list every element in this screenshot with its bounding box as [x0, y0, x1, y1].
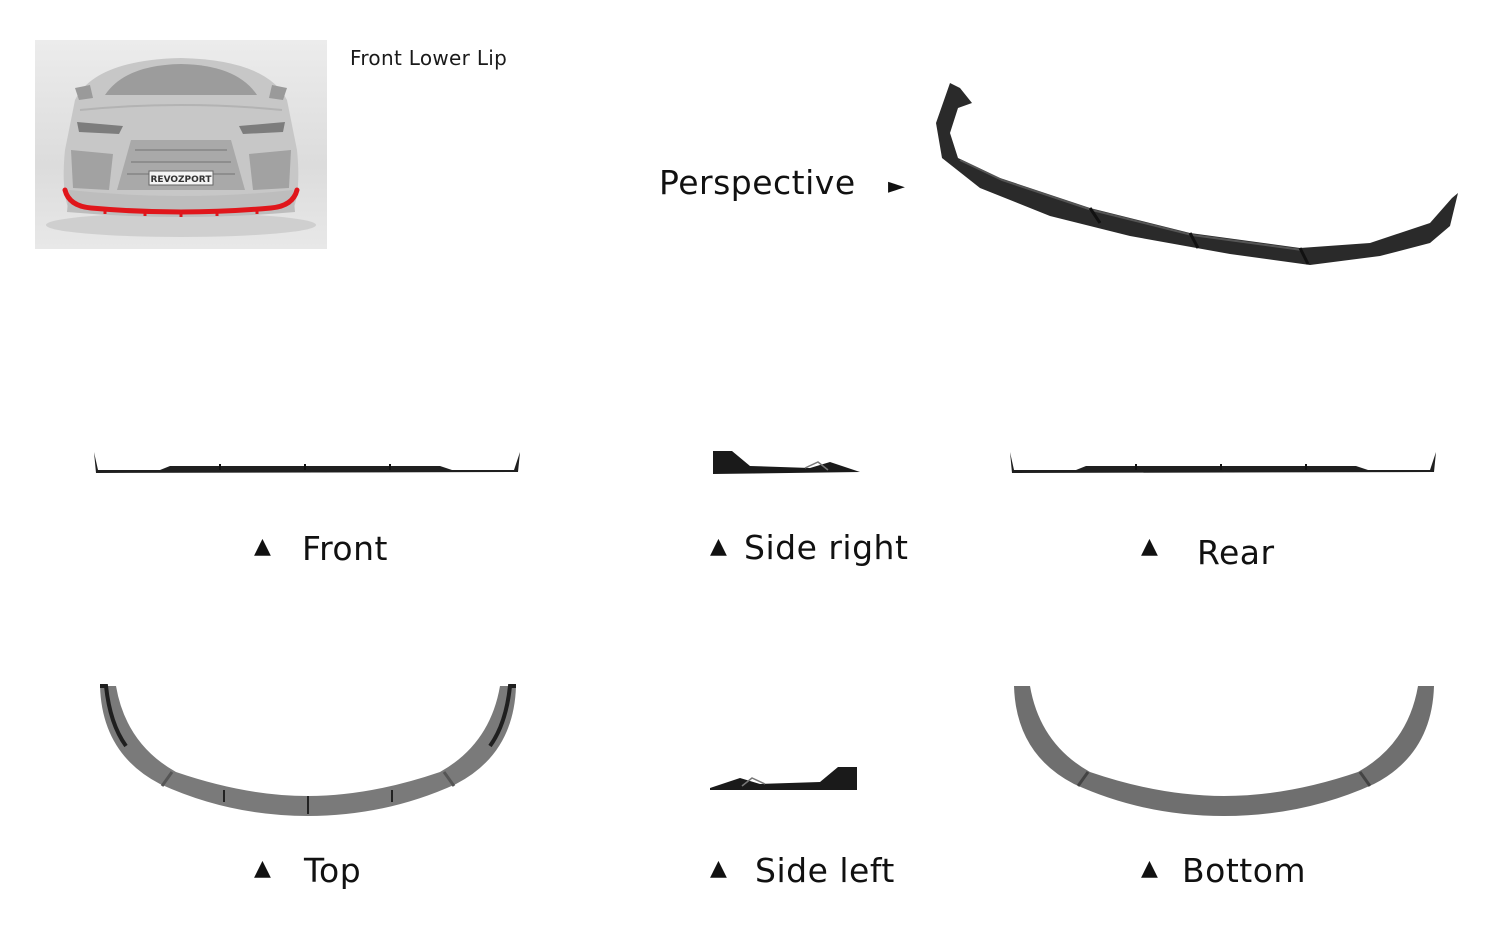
- front-label: Front: [302, 529, 388, 568]
- side-right-label: Side right: [744, 528, 909, 567]
- perspective-view-image: [936, 83, 1458, 265]
- side-left-view-image: [710, 767, 857, 790]
- perspective-label: Perspective: [659, 163, 856, 202]
- bottom-marker-icon: ▲: [1141, 856, 1158, 881]
- front-view-image: [94, 452, 520, 473]
- top-marker-icon: ▲: [254, 856, 271, 881]
- side-right-marker-icon: ▲: [710, 534, 727, 559]
- rear-label: Rear: [1197, 533, 1275, 572]
- side-left-label: Side left: [755, 851, 895, 890]
- bottom-label: Bottom: [1182, 851, 1307, 890]
- front-marker-icon: ▲: [254, 534, 271, 559]
- car-thumbnail: REVOZPORT: [35, 40, 327, 249]
- right-arrow-icon: ►: [888, 174, 905, 199]
- bottom-view-image: [1014, 686, 1434, 816]
- top-label: Top: [304, 851, 362, 890]
- rear-view-image: [1010, 452, 1436, 473]
- car-front-image: REVOZPORT: [46, 58, 316, 237]
- plate-text: REVOZPORT: [151, 175, 213, 185]
- top-view-image: [100, 684, 516, 816]
- rear-marker-icon: ▲: [1141, 534, 1158, 559]
- side-left-marker-icon: ▲: [710, 856, 727, 881]
- side-right-view-image: [713, 451, 860, 474]
- part-title: Front Lower Lip: [350, 46, 508, 70]
